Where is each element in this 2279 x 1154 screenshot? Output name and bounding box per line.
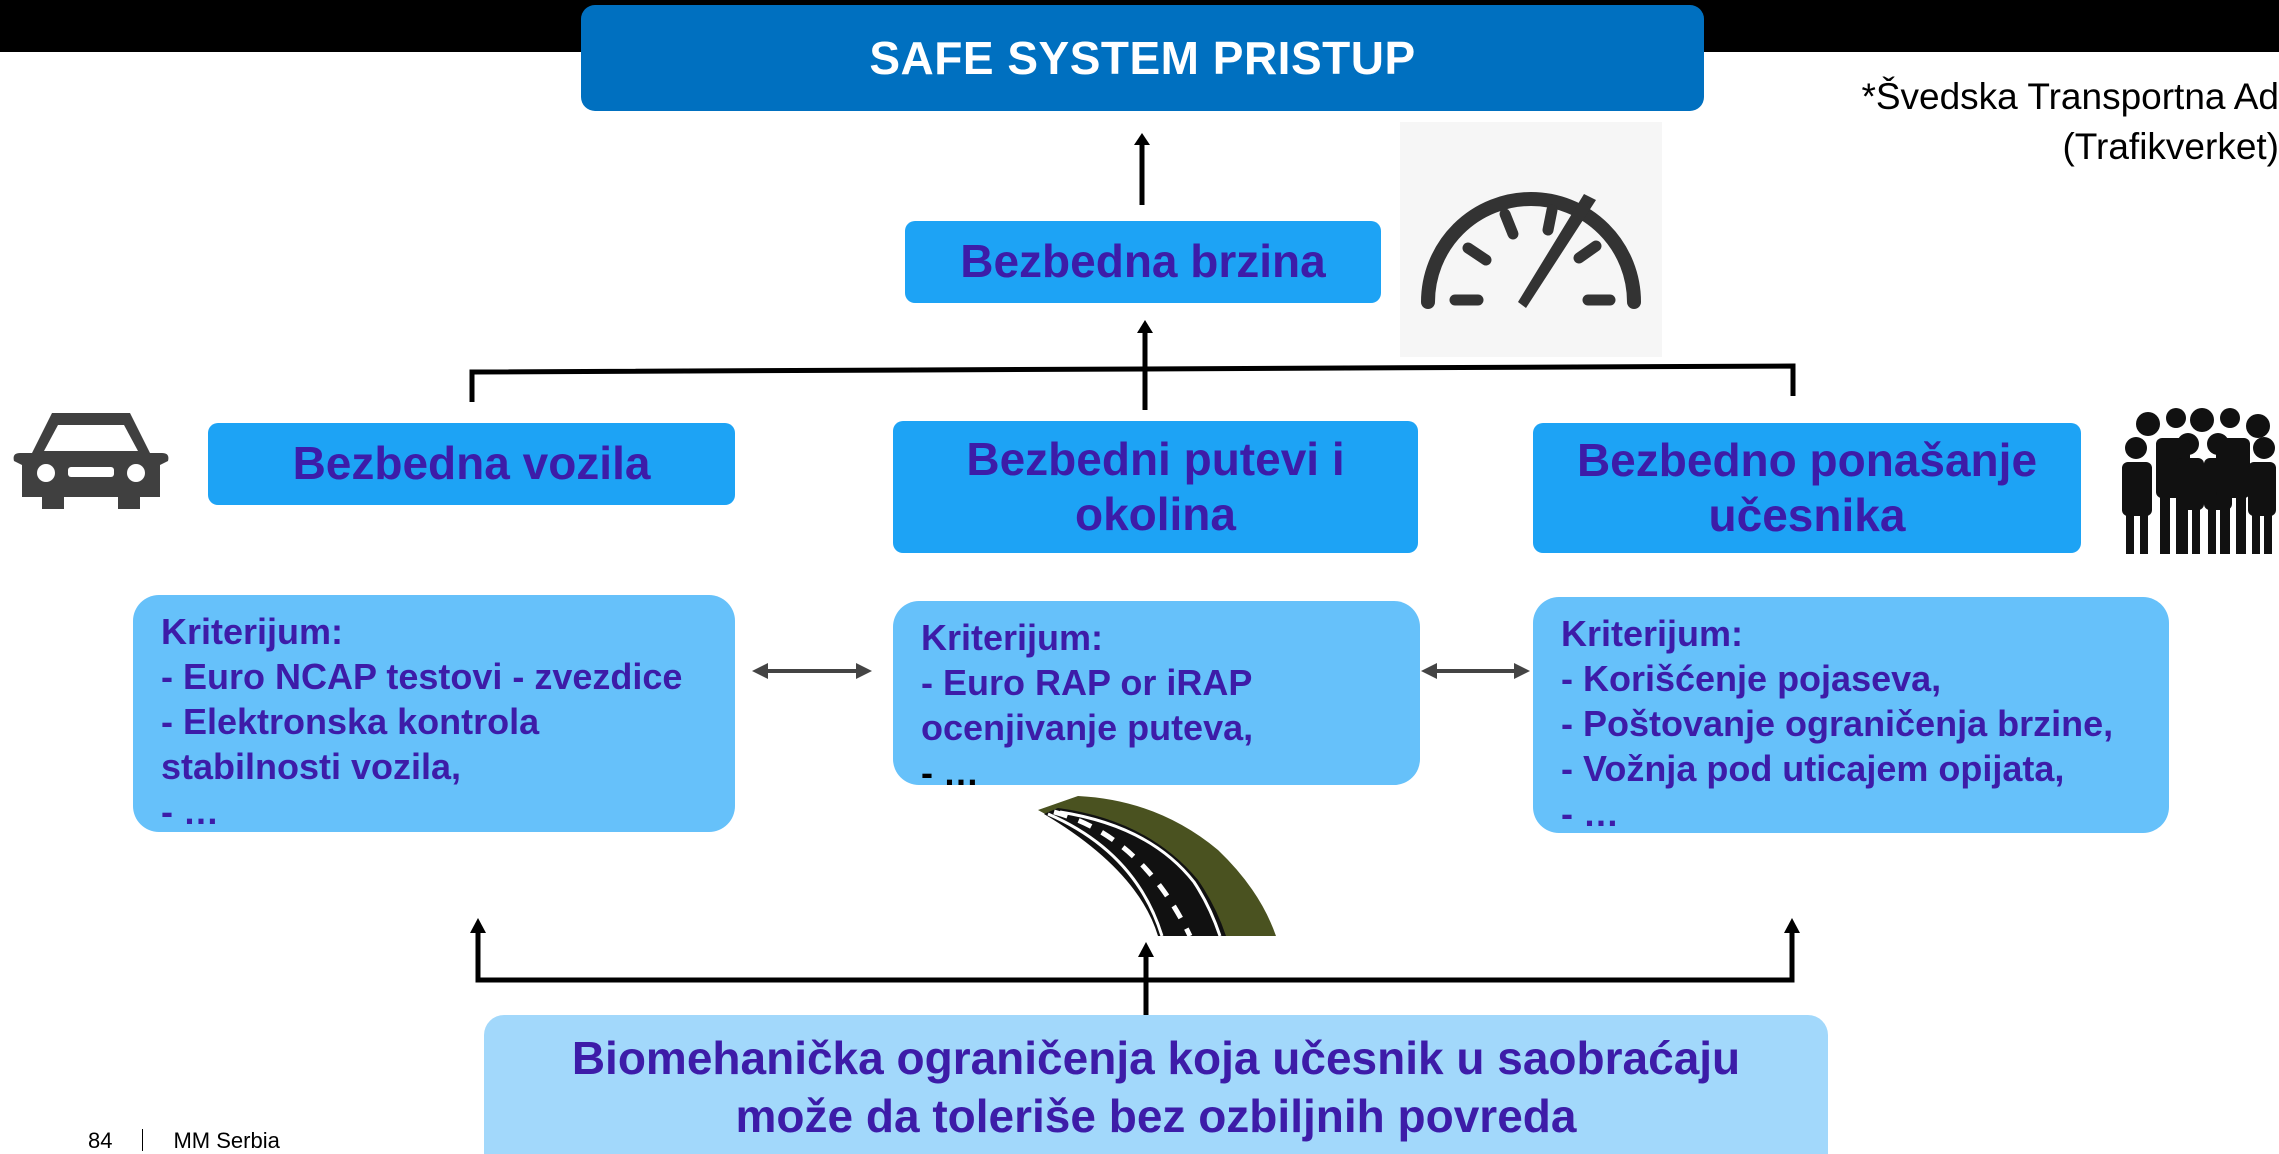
- footer-divider: [142, 1129, 144, 1151]
- people-group-icon: [2122, 408, 2276, 554]
- pillar-safe-roads: Bezbedni putevi i okolina: [893, 421, 1418, 553]
- criteria-line: ocenjivanje puteva,: [921, 707, 1254, 748]
- car-icon: [13, 413, 169, 509]
- criteria-line: Kriterijum:: [921, 617, 1104, 658]
- title-box: SAFE SYSTEM PRISTUP: [581, 5, 1704, 111]
- pillar-safe-roads-line-1: Bezbedni putevi i: [966, 432, 1345, 485]
- pillar-safe-behavior-line-1: Bezbedno ponašanje: [1576, 433, 2038, 486]
- speedometer-icon: [1400, 122, 1662, 357]
- criteria-line: - Euro NCAP testovi - zvezdice: [161, 656, 683, 697]
- criteria-line: - …: [1561, 793, 1619, 834]
- footer: 84 MM Serbia: [88, 1128, 280, 1154]
- pillar-safe-roads-line-2: okolina: [1074, 488, 1236, 540]
- pillar-safe-speed: Bezbedna brzina: [905, 221, 1381, 303]
- criteria-line: - …: [161, 791, 219, 832]
- criteria-line: - Elektronska kontrola: [161, 701, 540, 742]
- foundation-line-2: može da toleriše bez ozbiljnih povreda: [735, 1090, 1577, 1142]
- criteria-line: Kriterijum:: [161, 611, 344, 652]
- pillar-safe-vehicles-label: Bezbedna vozila: [292, 437, 651, 490]
- footer-company: MM Serbia: [173, 1128, 280, 1153]
- criteria-vehicles: Kriterijum: - Euro NCAP testovi - zvezdi…: [133, 595, 735, 832]
- criteria-line: - Euro RAP or iRAP: [921, 662, 1253, 703]
- top-bracket: [469, 363, 1796, 402]
- pillar-safe-behavior-line-2: učesnika: [1708, 489, 1906, 541]
- pillar-safe-vehicles: Bezbedna vozila: [208, 423, 735, 505]
- page-number: 84: [88, 1128, 113, 1153]
- foundation-line-1: Biomehanička ograničenja koja učesnik u …: [571, 1032, 1741, 1084]
- criteria-line: - Poštovanje ograničenja brzine,: [1561, 703, 2114, 744]
- criteria-line: - Vožnja pod uticajem opijata,: [1561, 748, 2065, 789]
- pillar-safe-speed-label: Bezbedna brzina: [960, 235, 1326, 288]
- criteria-line: stabilnosti vozila,: [161, 746, 462, 787]
- source-line-2: (Trafikverket): [2062, 126, 2279, 167]
- pillar-safe-behavior: Bezbedno ponašanje učesnika: [1533, 423, 2081, 553]
- criteria-roads: Kriterijum: - Euro RAP or iRAP ocenjivan…: [893, 601, 1420, 793]
- road-icon: [1038, 796, 1276, 936]
- page-title: SAFE SYSTEM PRISTUP: [869, 32, 1416, 84]
- criteria-line: - …: [921, 752, 979, 793]
- criteria-line: Kriterijum:: [1561, 613, 1744, 654]
- criteria-behavior: Kriterijum: - Korišćenje pojaseva, - Poš…: [1533, 597, 2169, 834]
- foundation-box: Biomehanička ograničenja koja učesnik u …: [484, 1015, 1828, 1154]
- criteria-line: - Korišćenje pojaseva,: [1561, 658, 1942, 699]
- source-note: *Švedska Transportna Ad (Trafikverket): [1861, 72, 2279, 172]
- bottom-bracket: [475, 925, 1795, 983]
- source-line-1: *Švedska Transportna Ad: [1861, 76, 2279, 117]
